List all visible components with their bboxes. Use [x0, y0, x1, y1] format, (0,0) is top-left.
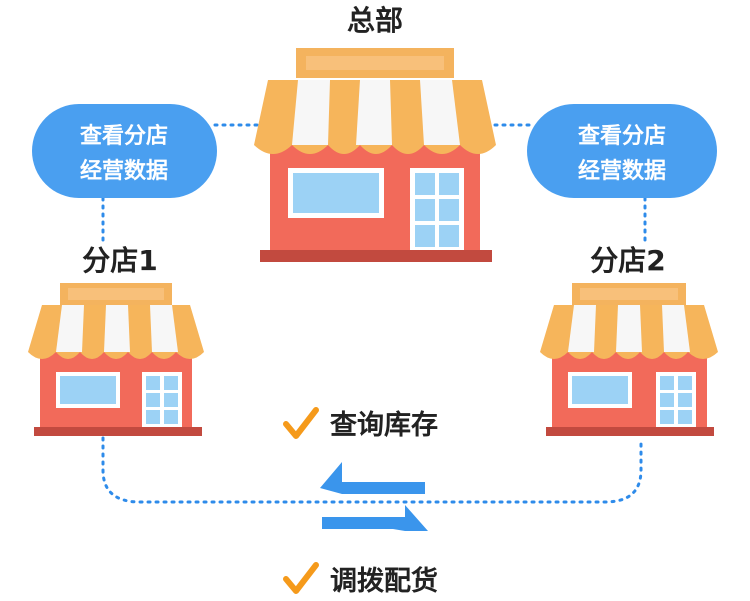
- hq-base: [260, 250, 492, 262]
- branch2-door-pane: [660, 376, 674, 390]
- query-inventory-label: 查询库存: [330, 410, 438, 441]
- branch1-base: [34, 427, 202, 436]
- hq-display-window: [293, 173, 379, 213]
- branch1-door-pane: [146, 410, 160, 424]
- hq-door-pane: [415, 199, 435, 221]
- branch2-door-pane: [660, 410, 674, 424]
- branch2-base: [546, 427, 714, 436]
- branch1-window: [60, 376, 116, 404]
- right-bubble-line2: 经营数据: [578, 158, 666, 184]
- branch1-door-pane: [146, 393, 160, 407]
- right-bubble-bg: [527, 104, 717, 198]
- branch1-door-pane: [164, 410, 178, 424]
- branch2-sign-inner: [580, 288, 678, 300]
- branch2-window: [572, 376, 628, 404]
- hq-store: [254, 48, 496, 262]
- branch2-door-pane: [660, 393, 674, 407]
- branch1-awning-stripe: [56, 305, 84, 352]
- branch2-store: [540, 283, 718, 436]
- left-bubble-line1: 查看分店: [80, 124, 168, 149]
- branch1-door-pane: [146, 376, 160, 390]
- hq-awning-stripe-3: [420, 80, 460, 145]
- connector-lines: [101, 123, 647, 504]
- branch2-door-pane: [678, 376, 692, 390]
- branch1-store: [28, 283, 204, 436]
- check-icon: [283, 562, 319, 594]
- hq-door-pane: [415, 173, 435, 195]
- branch1-door-pane: [164, 376, 178, 390]
- hq-awning-scallop: [254, 145, 496, 154]
- action-transfer: 调拨配货: [283, 562, 438, 597]
- right-info-bubble: 查看分店 经营数据: [527, 104, 717, 198]
- branch2-label: 分店2: [590, 244, 665, 277]
- right-bubble-line1: 查看分店: [578, 124, 666, 149]
- hq-label: 总部: [347, 4, 403, 37]
- branch2-door-pane: [678, 393, 692, 407]
- connector-branch1-branch2: [101, 436, 643, 504]
- hq-door-pane: [415, 225, 435, 247]
- hq-sign-inner: [306, 56, 444, 70]
- transfer-goods-label: 调拨配货: [330, 565, 438, 597]
- check-icon: [283, 407, 319, 439]
- hq-door-pane: [439, 225, 459, 247]
- hq-awning-stripe-2: [356, 80, 392, 145]
- arrow-left-icon: [320, 462, 425, 494]
- left-bubble-bg: [32, 104, 217, 198]
- branch2-awning-scallop: [540, 352, 718, 359]
- left-bubble-line2: 经营数据: [80, 158, 168, 184]
- branch1-awning-scallop: [28, 352, 204, 359]
- exchange-arrows: [320, 462, 428, 531]
- branch1-sign-inner: [68, 288, 164, 300]
- branch1-label: 分店1: [82, 244, 157, 277]
- branch1-door-pane: [164, 393, 178, 407]
- branch2-awning-stripe: [568, 305, 596, 352]
- branch1-awning-stripe: [150, 305, 178, 352]
- action-query: 查询库存: [283, 407, 438, 441]
- hq-door-pane: [439, 199, 459, 221]
- branch2-awning-stripe: [662, 305, 690, 352]
- branch1-awning-stripe: [104, 305, 130, 352]
- branch2-door-pane: [678, 410, 692, 424]
- hq-awning-stripe-1: [292, 80, 330, 145]
- hq-door-pane: [439, 173, 459, 195]
- branch2-awning-stripe: [616, 305, 642, 352]
- left-info-bubble: 查看分店 经营数据: [32, 104, 217, 198]
- arrow-right-shaft: [322, 517, 405, 529]
